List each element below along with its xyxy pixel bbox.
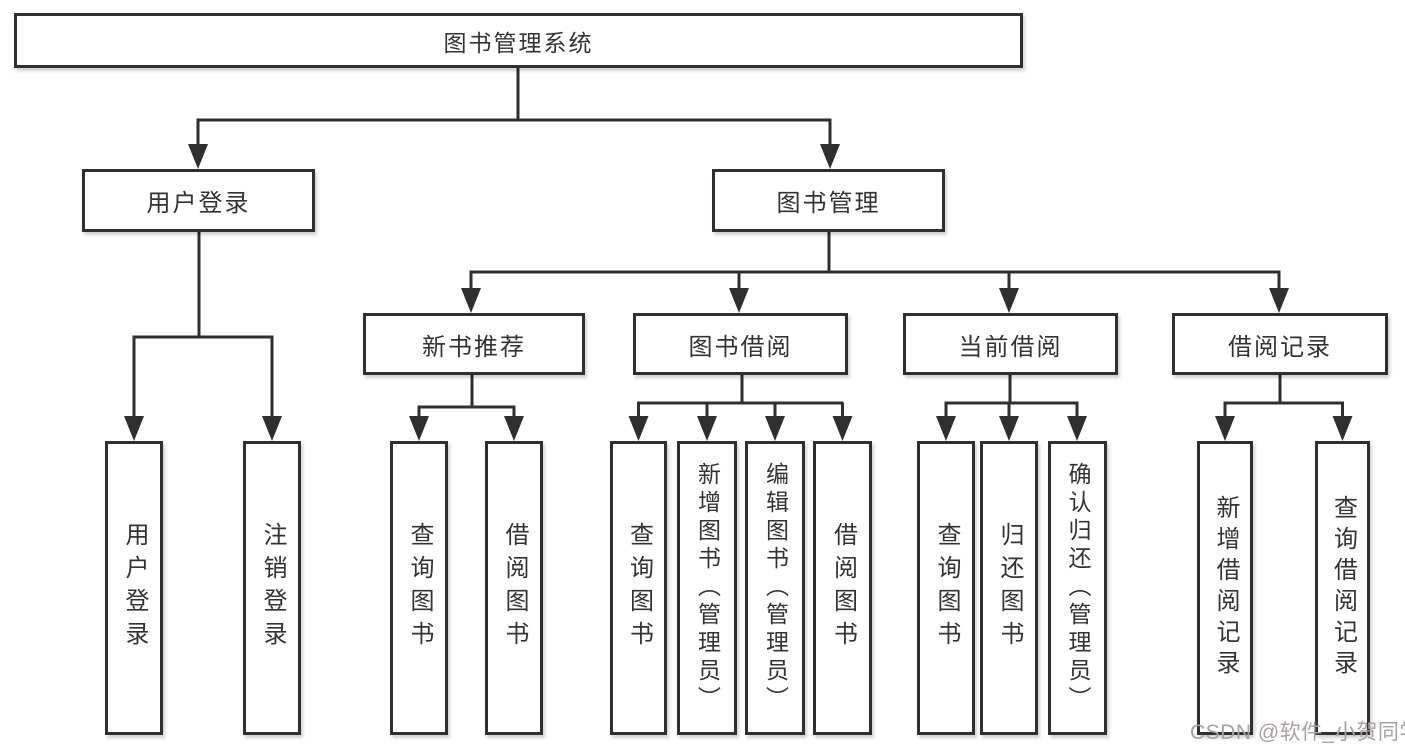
arrow-head: [1269, 288, 1289, 313]
leaf-add-borrow-record: 新增借阅记录: [1197, 441, 1253, 735]
node-user-login: 用户登录: [82, 169, 315, 232]
leaf-label: 用户登录: [121, 522, 148, 654]
leaf-query-books-3: 查询图书: [917, 441, 975, 735]
csdn-watermark: CSDN @软件_小贺同学: [1190, 721, 1405, 744]
leaf-label: 新增借阅记录: [1212, 495, 1239, 681]
leaf-query-books-1: 查询图书: [390, 441, 448, 735]
node-label: 图书借阅: [688, 333, 793, 361]
arrow-head: [832, 416, 853, 441]
arrow-head: [820, 144, 840, 169]
connector-path-user-login: [132, 232, 274, 424]
leaf-query-books-2: 查询图书: [610, 441, 667, 735]
arrow-head: [999, 416, 1019, 441]
arrow-head: [729, 288, 749, 313]
connector-path-root: [196, 68, 832, 152]
arrow-head: [765, 416, 785, 441]
leaf-label: 新增图书（管理员）: [694, 462, 721, 714]
leaf-label: 确认归还（管理员）: [1065, 462, 1091, 714]
leaf-label: 查询借阅记录: [1329, 495, 1357, 681]
node-label: 用户登录: [146, 190, 251, 217]
arrow-head: [504, 416, 524, 441]
connector-path-book-borrow: [637, 375, 844, 424]
node-borrow-records: 借阅记录: [1172, 313, 1388, 375]
node-current-borrow: 当前借阅: [903, 313, 1118, 375]
node-label: 图书管理: [776, 190, 881, 217]
arrow-head: [188, 144, 208, 169]
node-root-library-system: 图书管理系统: [14, 13, 1023, 68]
arrow-head: [628, 416, 649, 441]
connector-path-book-management: [469, 232, 1281, 296]
node-label: 图书管理系统: [443, 29, 594, 56]
leaf-logout: 注销登录: [243, 441, 301, 735]
leaf-return-book: 归还图书: [980, 441, 1038, 735]
leaf-add-book-admin: 新增图书（管理员）: [677, 441, 737, 735]
node-book-management: 图书管理: [712, 169, 945, 232]
leaf-label: 查询图书: [933, 522, 960, 654]
leaf-label: 借阅图书: [501, 522, 528, 654]
leaf-borrow-books-2: 借阅图书: [813, 441, 872, 735]
leaf-user-login: 用户登录: [105, 441, 163, 735]
connector-path-borrow-records: [1223, 375, 1344, 424]
leaf-label: 查询图书: [406, 522, 433, 654]
arrow-head: [1215, 416, 1235, 441]
leaf-borrow-books-1: 借阅图书: [485, 441, 543, 735]
node-label: 当前借阅: [958, 333, 1063, 361]
arrow-head: [409, 416, 429, 441]
arrow-head: [1067, 416, 1087, 441]
node-book-borrow: 图书借阅: [633, 313, 848, 375]
arrow-head: [999, 288, 1019, 313]
node-label: 新书推荐: [422, 333, 526, 361]
node-label: 借阅记录: [1228, 333, 1332, 361]
leaf-label: 查询图书: [625, 522, 653, 654]
connector-path-current-borrow: [944, 375, 1079, 424]
leaf-edit-book-admin: 编辑图书（管理员）: [745, 441, 805, 735]
node-new-book-recommend: 新书推荐: [363, 313, 585, 375]
arrow-head: [461, 288, 481, 313]
leaf-label: 归还图书: [996, 522, 1023, 654]
leaf-label: 借阅图书: [829, 522, 857, 654]
arrow-head: [1332, 416, 1353, 441]
leaf-query-borrow-record: 查询借阅记录: [1315, 441, 1370, 735]
leaf-label: 编辑图书（管理员）: [762, 462, 789, 714]
leaf-confirm-return-admin: 确认归还（管理员）: [1048, 441, 1107, 735]
arrow-head: [936, 416, 956, 441]
arrow-head: [697, 416, 717, 441]
leaf-label: 注销登录: [259, 522, 286, 654]
connector-path-new-book: [417, 375, 516, 424]
arrow-head: [124, 416, 144, 441]
arrow-head: [262, 416, 282, 441]
